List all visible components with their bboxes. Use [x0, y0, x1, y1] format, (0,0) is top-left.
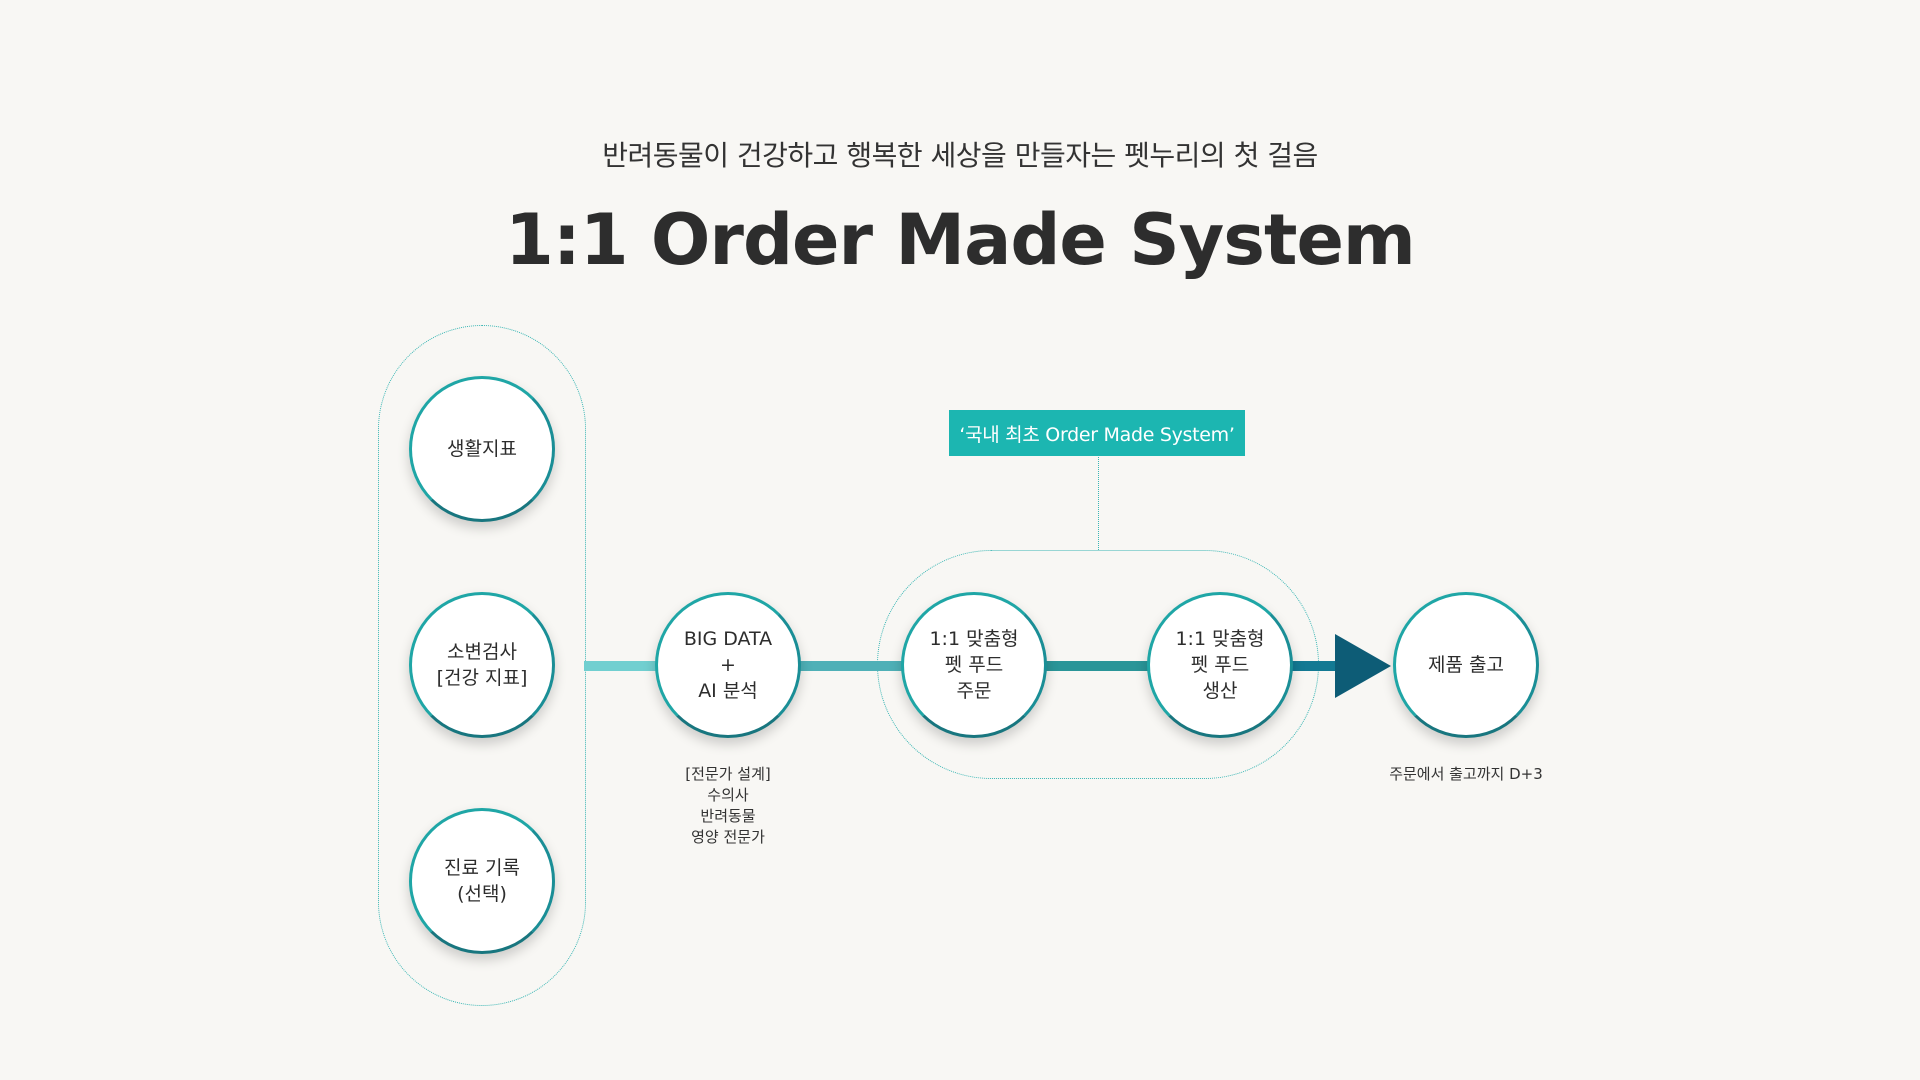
node-medical-record: 진료 기록 (선택): [409, 808, 555, 954]
arrow-head-icon: [1335, 634, 1391, 698]
connector-bigdata-to-order: [800, 661, 902, 671]
node-life-index: 생활지표: [409, 376, 555, 522]
subtitle: 반려동물이 건강하고 행복한 세상을 만들자는 펫누리의 첫 걸음: [602, 139, 1318, 172]
connector-production-to-shipping: [1292, 661, 1338, 671]
node-shipping: 제품 출고: [1393, 592, 1539, 738]
delivery-time-note: 주문에서 출고까지 D+3: [1389, 765, 1543, 783]
expert-design-note: [전문가 설계] 수의사 반려동물 영양 전문가: [685, 765, 771, 846]
badge-connector-line: [1098, 455, 1099, 550]
node-custom-production: 1:1 맞춤형 펫 푸드 생산: [1147, 592, 1293, 738]
connector-order-to-production: [1046, 661, 1148, 671]
node-urine-test: 소변검사 [건강 지표]: [409, 592, 555, 738]
first-in-korea-badge: ‘국내 최초 Order Made System’: [949, 410, 1245, 456]
connector-input-to-bigdata: [584, 661, 656, 671]
node-big-data: BIG DATA + AI 분석: [655, 592, 801, 738]
node-custom-order: 1:1 맞춤형 펫 푸드 주문: [901, 592, 1047, 738]
page-title: 1:1 Order Made System: [505, 199, 1416, 281]
